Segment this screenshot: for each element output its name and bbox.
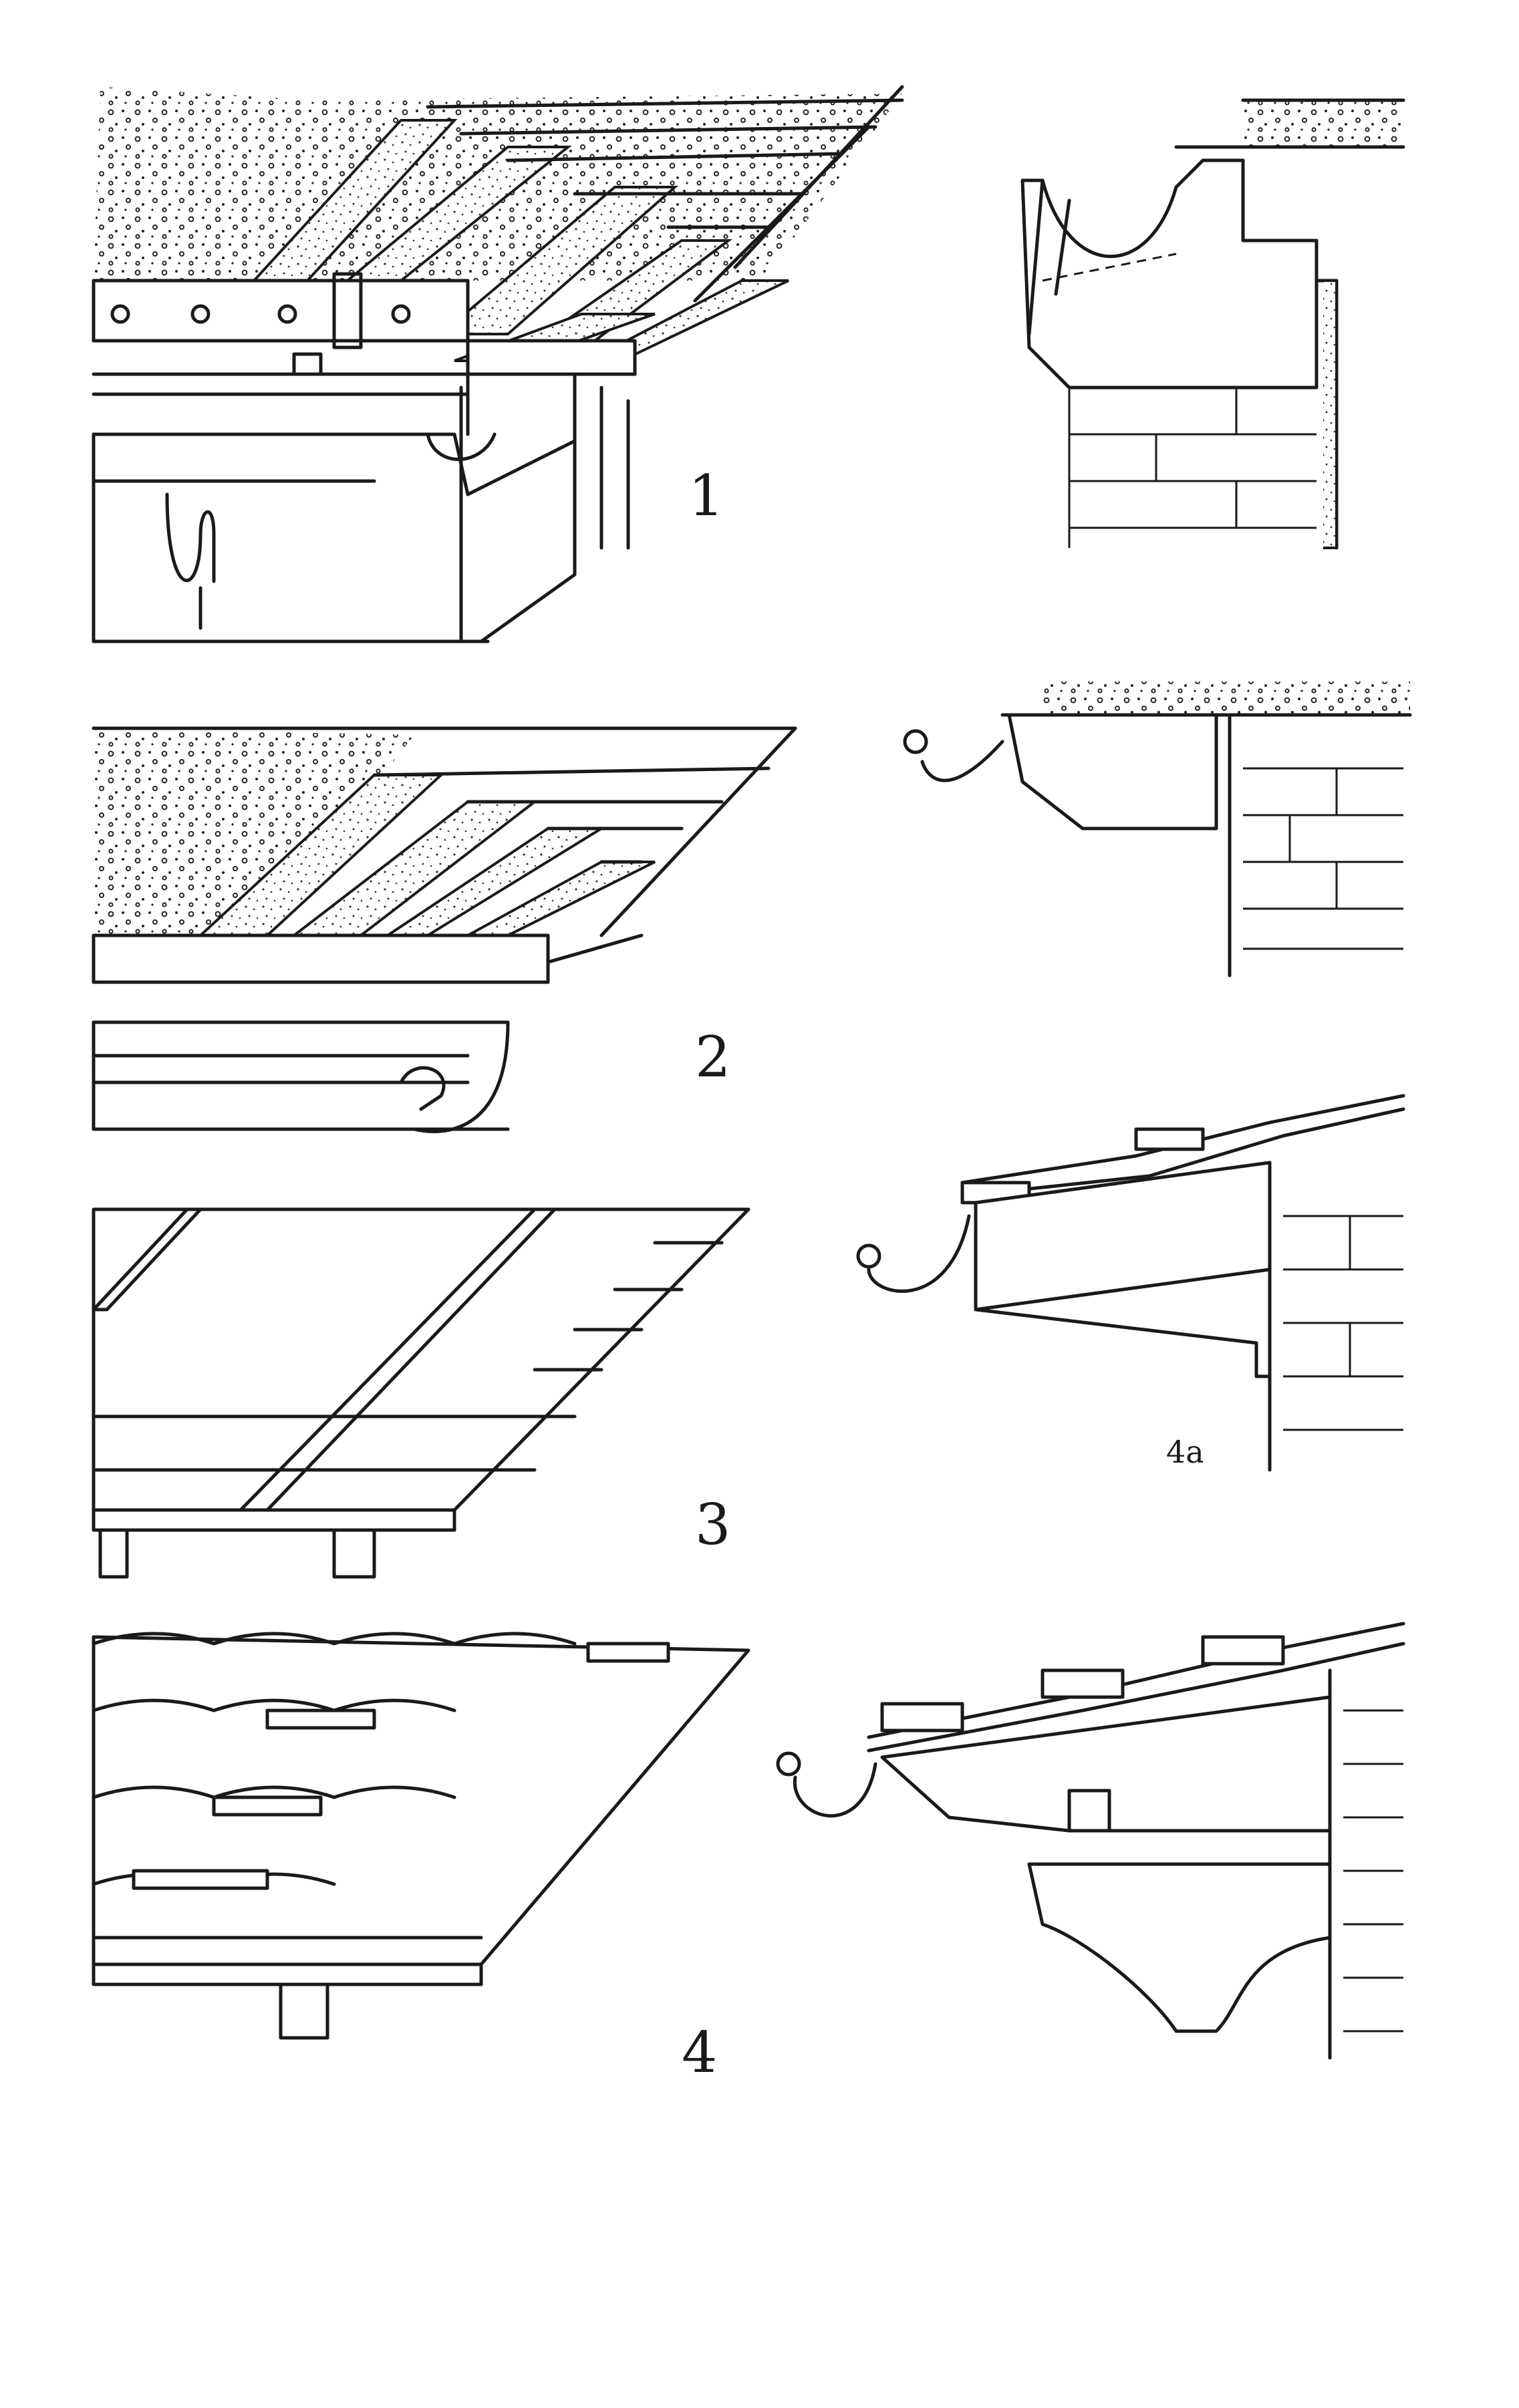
figure-1-section [1020,98,1405,550]
figure-2-perspective [92,726,797,1133]
figure-1-perspective [92,85,904,643]
figure-number-3: 3 [695,1492,731,1557]
figure-3-perspective [92,1207,750,1579]
figure-number-4: 4 [682,2020,718,2085]
figure-4a-section [856,1094,1405,1472]
figure-4-section [776,1622,1405,2060]
figure-number-4a: 4a [1166,1434,1204,1470]
figure-2-section [903,682,1412,977]
figure-number-2: 2 [695,1024,731,1090]
figure-4-perspective [92,1632,750,2040]
figure-number-1: 1 [688,463,724,529]
